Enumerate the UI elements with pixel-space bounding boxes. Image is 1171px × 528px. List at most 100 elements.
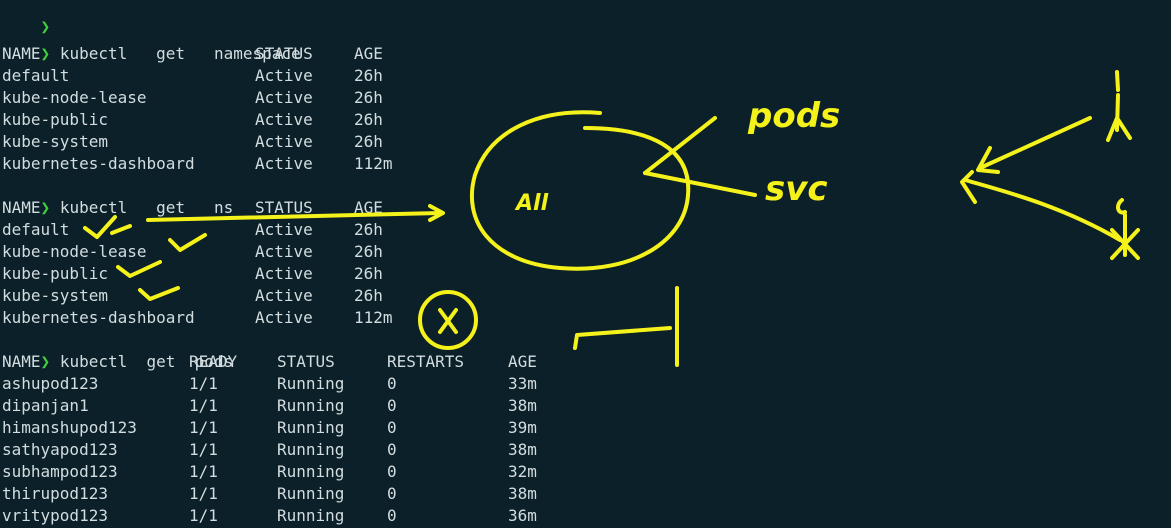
prompt-symbol: ❯: [40, 198, 51, 217]
col-header-ready: READY: [189, 352, 238, 371]
prompt-symbol: ❯: [40, 44, 51, 63]
table-cell: 1/1: [189, 396, 218, 415]
annotation-arrowhead: [428, 204, 445, 222]
namespace-row: kubernetes-dashboard Active 112m: [2, 307, 562, 329]
table-cell: kube-node-lease: [2, 242, 147, 261]
table-cell: Running: [277, 462, 345, 481]
annotation-arrow-lower: [963, 178, 1122, 242]
table-cell: 38m: [508, 440, 537, 459]
table-cell: Running: [277, 374, 345, 393]
table-cell: 26h: [354, 220, 383, 239]
table-cell: Active: [255, 88, 313, 107]
table-cell: 38m: [508, 484, 537, 503]
table-cell: kubernetes-dashboard: [2, 308, 195, 327]
table-cell: 1/1: [189, 484, 218, 503]
col-header-name: NAME: [2, 352, 41, 371]
table-cell: Active: [255, 286, 313, 305]
annotation-label-pods: pods: [747, 96, 840, 136]
col-header-age: AGE: [354, 44, 383, 63]
table-cell: 1/1: [189, 374, 218, 393]
table-cell: Active: [255, 132, 313, 151]
table-cell: kube-node-lease: [2, 88, 147, 107]
table-cell: 26h: [354, 286, 383, 305]
namespace-row: kube-public Active 26h: [2, 263, 562, 285]
table-cell: 26h: [354, 66, 383, 85]
table-cell: sathyapod123: [2, 440, 118, 459]
table-cell: Running: [277, 506, 345, 525]
table-cell: Active: [255, 66, 313, 85]
annotation-label-all: All: [514, 191, 549, 216]
table-cell: 26h: [354, 132, 383, 151]
prompt-symbol: ❯: [40, 352, 51, 371]
pods-header-row: NAME READY STATUS RESTARTS AGE: [2, 351, 562, 373]
table-cell: Running: [277, 484, 345, 503]
table-cell: 26h: [354, 264, 383, 283]
table-cell: dipanjan1: [2, 396, 89, 415]
namespace-row: kube-public Active 26h: [2, 109, 562, 131]
table-cell: 1/1: [189, 506, 218, 525]
command-text: kubectl get namespace: [59, 44, 301, 63]
table-cell: 1/1: [189, 462, 218, 481]
table-cell: Active: [255, 220, 313, 239]
pod-row: himanshupod123 1/1 Running 0 39m: [2, 417, 562, 439]
ns-header-row-1: NAME STATUS AGE: [2, 43, 402, 65]
table-cell: 26h: [354, 110, 383, 129]
table-cell: default: [2, 66, 70, 85]
table-cell: 0: [387, 418, 397, 437]
table-cell: 0: [387, 484, 397, 503]
table-cell: 39m: [508, 418, 537, 437]
col-header-age: AGE: [508, 352, 537, 371]
annotation-line-pods: [643, 116, 717, 175]
table-cell: default: [2, 220, 70, 239]
prompt-symbol: ❯: [40, 17, 51, 36]
table-cell: 0: [387, 462, 397, 481]
annotation-label-svc: svc: [765, 169, 828, 209]
table-cell: Running: [277, 396, 345, 415]
col-header-restarts: RESTARTS: [387, 352, 465, 371]
stick-figure-icon: [1106, 70, 1132, 142]
col-header-status: STATUS: [255, 44, 313, 63]
table-cell: 0: [387, 440, 397, 459]
annotation-arrowhead: [960, 170, 977, 204]
table-cell: 0: [387, 374, 397, 393]
pod-row: thirupod123 1/1 Running 0 38m: [2, 483, 562, 505]
prompt-line-empty: ❯: [2, 0, 51, 36]
table-cell: kubernetes-dashboard: [2, 154, 195, 173]
table-cell: Active: [255, 110, 313, 129]
command-line-3: ❯ kubectl get pods: [2, 329, 234, 371]
table-cell: himanshupod123: [2, 418, 137, 437]
namespace-row: kube-system Active 26h: [2, 285, 562, 307]
table-cell: Active: [255, 308, 313, 327]
table-cell: Running: [277, 440, 345, 459]
table-cell: 112m: [354, 308, 393, 327]
table-cell: kube-system: [2, 286, 108, 305]
table-cell: kube-public: [2, 110, 108, 129]
table-cell: Active: [255, 242, 313, 261]
annotation-line-svc: [643, 171, 757, 197]
namespace-row: default Active 26h: [2, 65, 562, 87]
annotation-arrow-upper: [978, 116, 1092, 170]
table-cell: 1/1: [189, 418, 218, 437]
table-cell: Active: [255, 154, 313, 173]
annotation-arrowhead: [976, 146, 1000, 174]
table-cell: 38m: [508, 396, 537, 415]
table-cell: 36m: [508, 506, 537, 525]
table-cell: thirupod123: [2, 484, 108, 503]
ns-header-row-2: NAME STATUS AGE: [2, 197, 402, 219]
namespace-row: default Active 26h: [2, 219, 562, 241]
table-cell: kube-public: [2, 264, 108, 283]
col-header-name: NAME: [2, 198, 41, 217]
table-cell: Running: [277, 418, 345, 437]
stick-figure-icon: [1110, 198, 1140, 260]
table-cell: 0: [387, 506, 397, 525]
table-cell: Active: [255, 264, 313, 283]
